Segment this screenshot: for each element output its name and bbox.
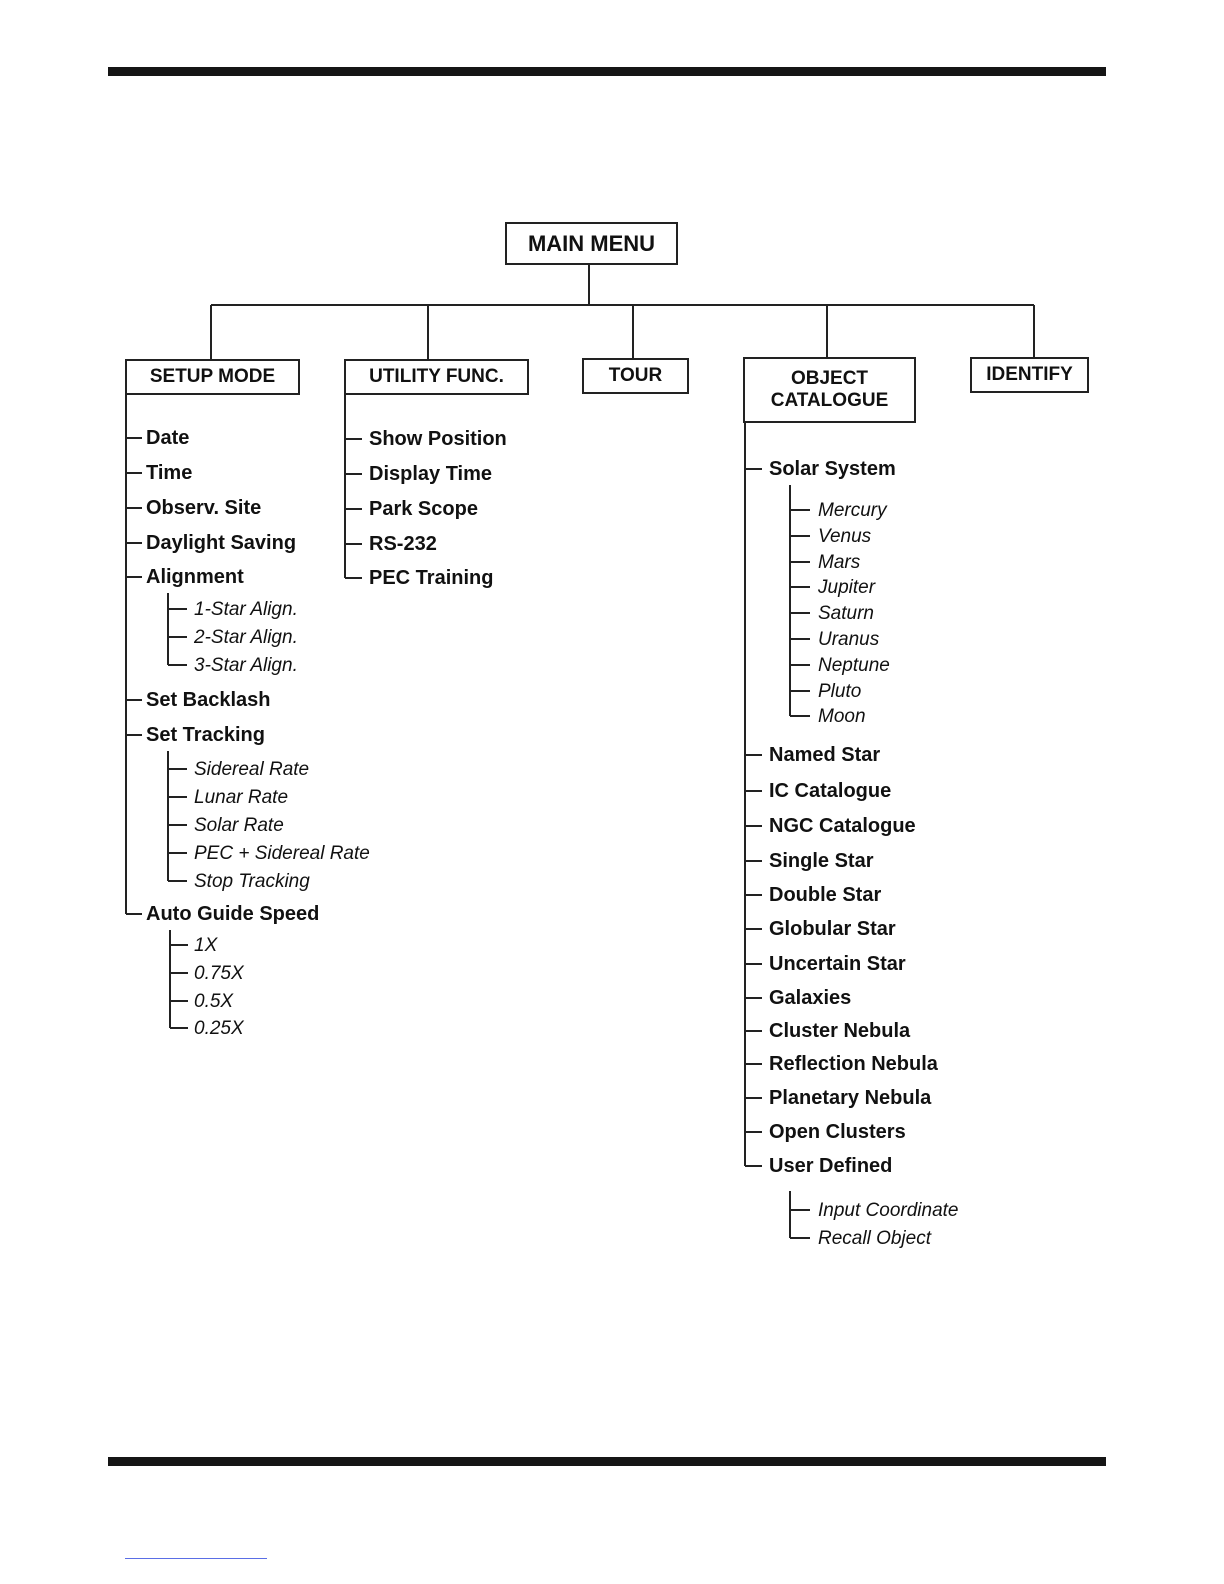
catalogue-item-named-star: Named Star xyxy=(769,744,881,766)
catalogue-item-planetary-nebula: Planetary Nebula xyxy=(769,1087,932,1109)
solar-sub-uranus: Uranus xyxy=(818,629,880,650)
catalogue-item-uncertain-star: Uncertain Star xyxy=(769,953,906,975)
alignment-sub-1-star: 1-Star Align. xyxy=(194,599,298,620)
identify-box: IDENTIFY xyxy=(970,357,1089,393)
catalogue-item-single-star: Single Star xyxy=(769,850,874,872)
tracking-sub-solar: Solar Rate xyxy=(194,815,284,836)
tracking-sub-stop: Stop Tracking xyxy=(194,871,310,892)
guide-sub-025x: 0.25X xyxy=(194,1018,244,1039)
catalogue-item-cluster-nebula: Cluster Nebula xyxy=(769,1020,911,1042)
setup-item-observ-site: Observ. Site xyxy=(146,497,262,519)
catalogue-item-user-defined: User Defined xyxy=(769,1155,893,1177)
user-sub-input-coordinate: Input Coordinate xyxy=(818,1200,959,1221)
tour-label: TOUR xyxy=(608,365,663,387)
solar-sub-mars: Mars xyxy=(818,552,861,573)
solar-sub-saturn: Saturn xyxy=(818,603,874,624)
solar-sub-mercury: Mercury xyxy=(818,500,887,521)
catalogue-item-reflection-nebula: Reflection Nebula xyxy=(769,1053,938,1075)
setup-item-set-backlash: Set Backlash xyxy=(146,689,271,711)
alignment-sub-2-star: 2-Star Align. xyxy=(194,627,298,648)
setup-mode-label: SETUP MODE xyxy=(149,366,276,388)
top-rule xyxy=(108,67,1106,76)
solar-sub-pluto: Pluto xyxy=(818,681,862,702)
solar-sub-moon: Moon xyxy=(818,706,866,727)
guide-sub-075x: 0.75X xyxy=(194,963,244,984)
utility-item-show-position: Show Position xyxy=(369,428,507,450)
setup-item-set-tracking: Set Tracking xyxy=(146,724,265,746)
catalogue-item-solar-system: Solar System xyxy=(769,458,896,480)
catalogue-item-globular-star: Globular Star xyxy=(769,918,896,940)
setup-item-auto-guide-speed: Auto Guide Speed xyxy=(146,903,320,925)
tracking-sub-lunar: Lunar Rate xyxy=(194,787,289,808)
footer-underline xyxy=(125,1558,267,1559)
object-catalogue-box: OBJECT CATALOGUE xyxy=(743,357,916,423)
guide-sub-1x: 1X xyxy=(194,935,218,956)
solar-sub-venus: Venus xyxy=(818,526,872,547)
setup-item-daylight-saving: Daylight Saving xyxy=(146,532,297,554)
setup-item-date: Date xyxy=(146,427,190,449)
catalogue-item-open-clusters: Open Clusters xyxy=(769,1121,906,1143)
main-menu-label: MAIN MENU xyxy=(527,230,656,256)
user-sub-recall-object: Recall Object xyxy=(818,1228,931,1249)
utility-item-display-time: Display Time xyxy=(369,463,493,485)
tracking-sub-pec-sidereal: PEC + Sidereal Rate xyxy=(194,843,370,864)
catalogue-item-ic-catalogue: IC Catalogue xyxy=(769,780,892,802)
tracking-sub-sidereal: Sidereal Rate xyxy=(194,759,310,780)
setup-mode-box: SETUP MODE xyxy=(125,359,300,395)
object-catalogue-label-line1: OBJECT xyxy=(790,368,869,390)
utility-func-box: UTILITY FUNC. xyxy=(344,359,529,395)
bottom-rule xyxy=(108,1457,1106,1466)
setup-item-alignment: Alignment xyxy=(146,566,244,588)
utility-item-park-scope: Park Scope xyxy=(369,498,478,520)
object-catalogue-label-line2: CATALOGUE xyxy=(770,390,889,411)
tour-box: TOUR xyxy=(582,358,689,394)
guide-sub-05x: 0.5X xyxy=(194,991,234,1012)
main-menu-box: MAIN MENU xyxy=(505,222,678,265)
setup-item-time: Time xyxy=(146,462,193,484)
utility-func-label: UTILITY FUNC. xyxy=(369,366,504,388)
catalogue-item-ngc-catalogue: NGC Catalogue xyxy=(769,815,916,837)
catalogue-item-galaxies: Galaxies xyxy=(769,987,852,1009)
solar-sub-jupiter: Jupiter xyxy=(818,577,876,598)
alignment-sub-3-star: 3-Star Align. xyxy=(194,655,298,676)
solar-sub-neptune: Neptune xyxy=(818,655,890,676)
utility-item-rs232: RS-232 xyxy=(369,533,437,555)
catalogue-item-double-star: Double Star xyxy=(769,884,882,906)
utility-item-pec-training: PEC Training xyxy=(369,567,494,589)
identify-label: IDENTIFY xyxy=(986,364,1073,386)
